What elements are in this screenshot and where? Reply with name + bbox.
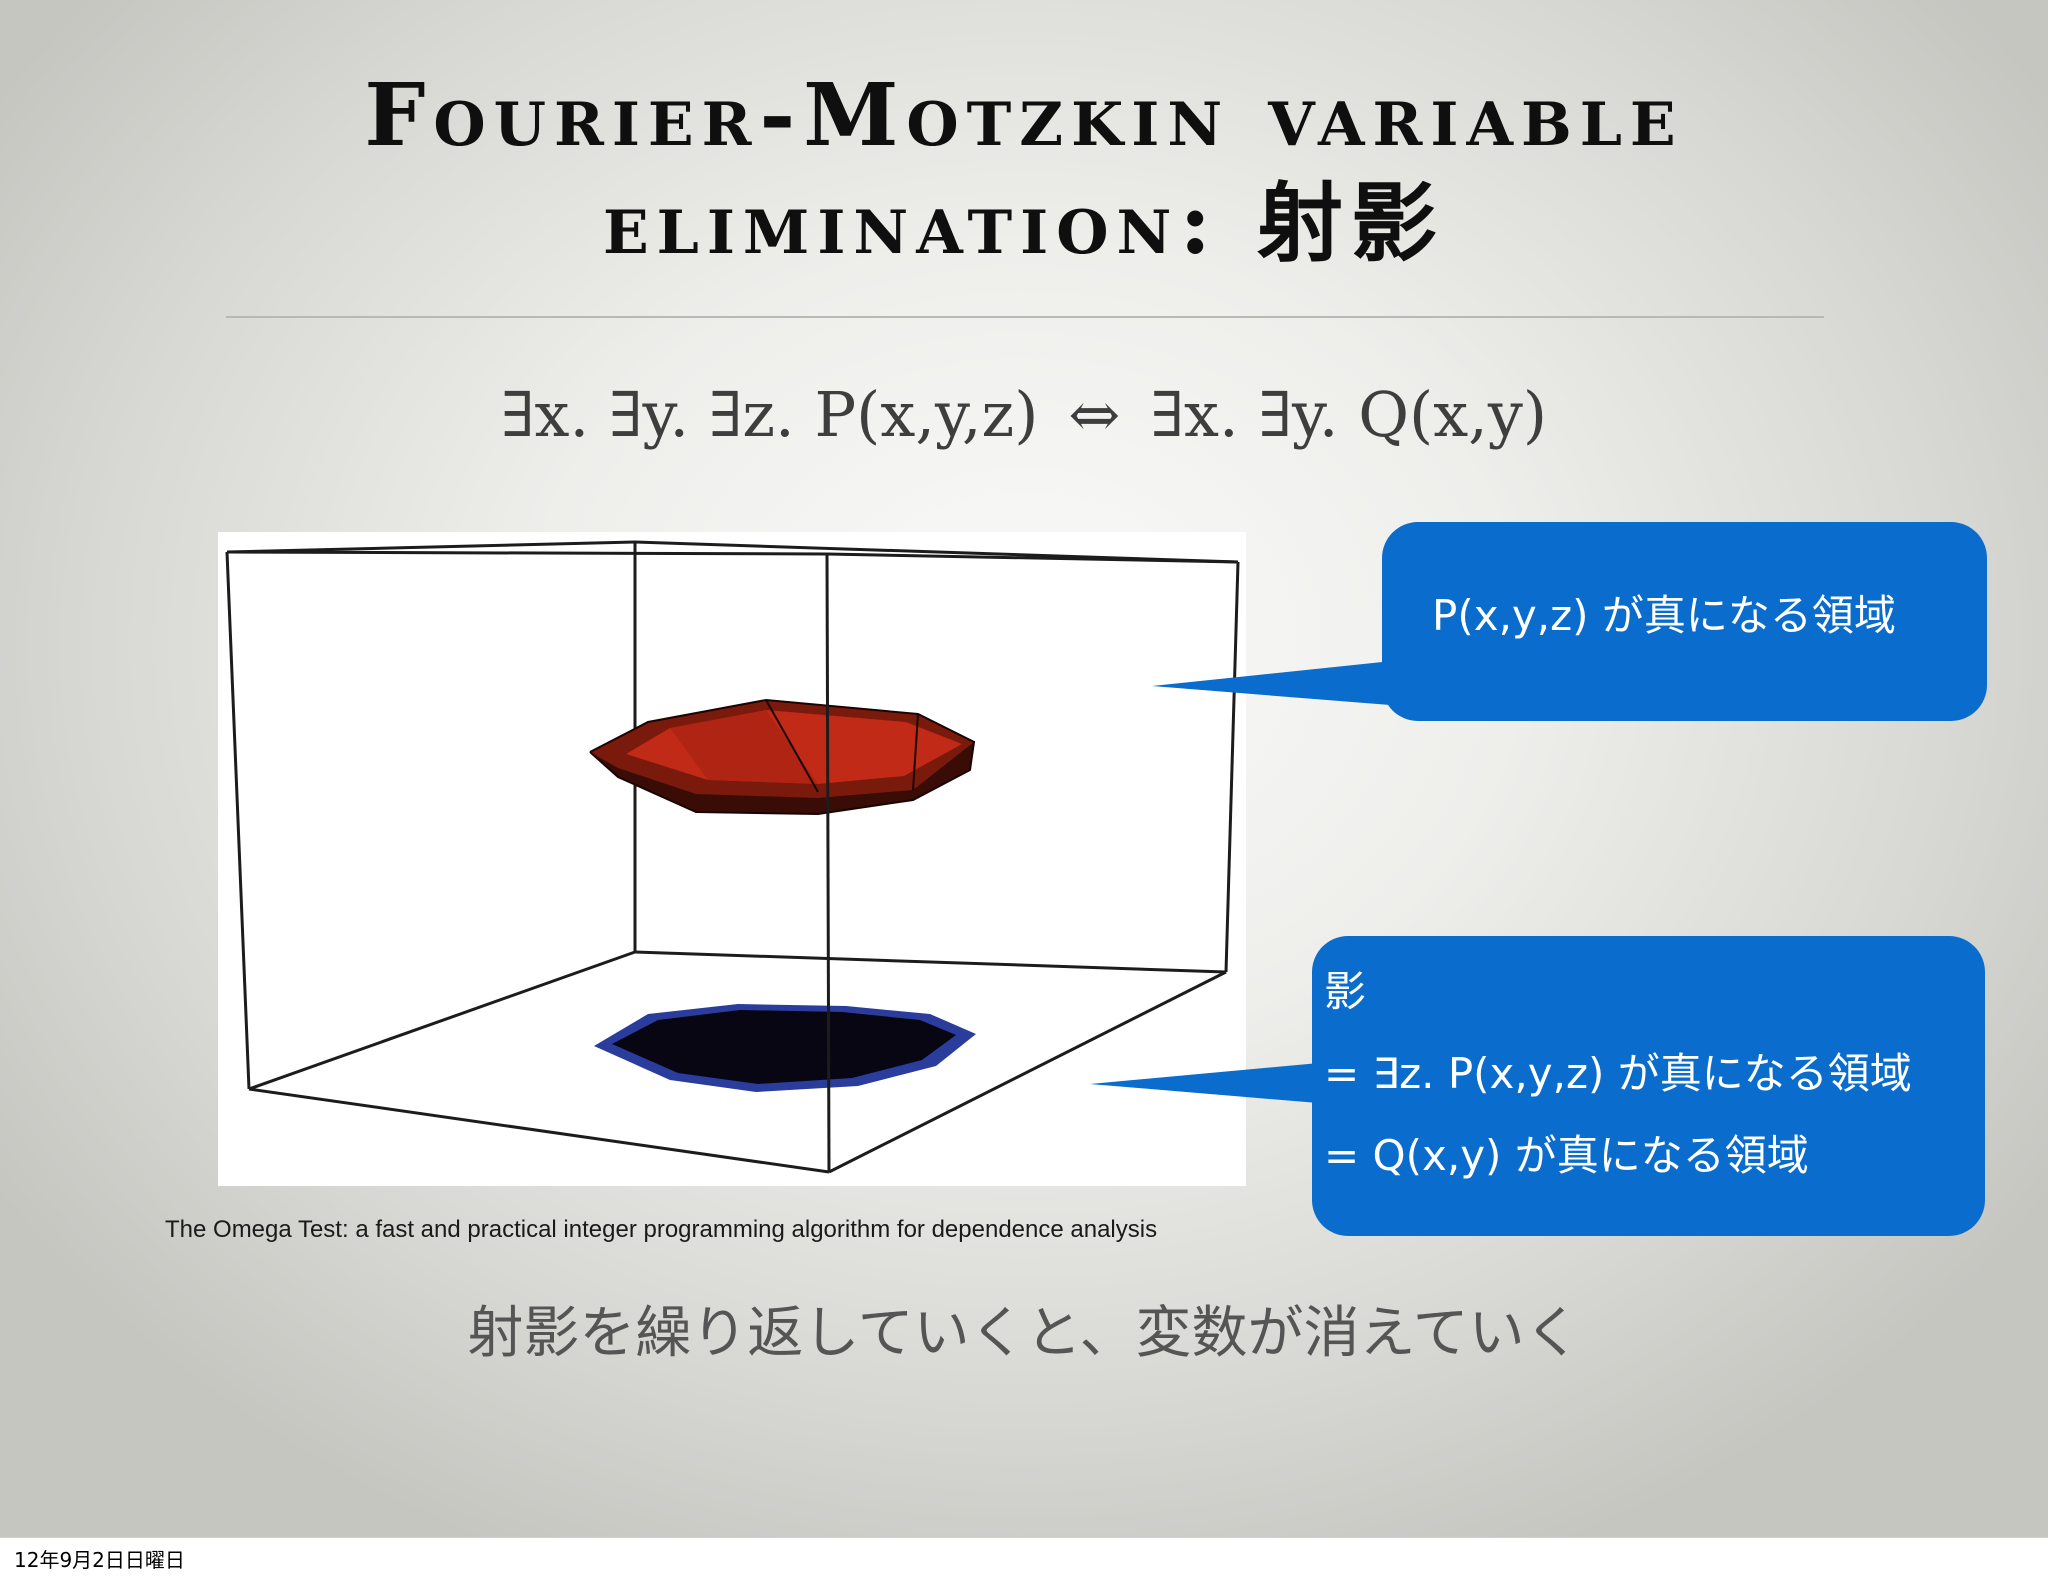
box-edge [248, 950, 636, 1091]
callout-shadow: 影 = ∃z. P(x,y,z) が真になる領域 = Q(x,y) が真になる領… [1312, 936, 1985, 1236]
figure-citation: The Omega Test: a fast and practical int… [165, 1216, 1158, 1243]
footer-bar: 12年9月2日日曜日 [0, 1537, 2048, 1577]
polytope-projection-illustration [225, 540, 1240, 1174]
callout-pointer-top [1152, 660, 1402, 706]
equivalence-formula: ∃x. ∃y. ∃z. P(x,y,z) ⇔ ∃x. ∃y. Q(x,y) [0, 378, 2048, 451]
callout-region-p: P(x,y,z) が真になる領域 [1382, 522, 1987, 721]
callout-shadow-line-3: = Q(x,y) が真になる領域 [1324, 1131, 1809, 1180]
callout-region-p-text: P(x,y,z) が真になる領域 [1432, 591, 1896, 640]
slide-summary: 射影を繰り返していくと、変数が消えていく [467, 1301, 1581, 1366]
box-edge [1224, 561, 1240, 973]
box-edge [828, 970, 1227, 1174]
footer-date: 12年9月2日日曜日 [14, 1548, 185, 1572]
shadow-polygon [594, 1004, 976, 1092]
slide-title: Fourier-Motzkin variable elimination: 射影 [0, 62, 2048, 278]
formula-arrow: ⇔ [1068, 378, 1121, 451]
callout-shadow-line-1: 影 [1324, 967, 1367, 1016]
callout-shadow-line-2: = ∃z. P(x,y,z) が真になる領域 [1324, 1049, 1912, 1098]
polytope-figure [218, 532, 1246, 1186]
box-edge [634, 950, 1227, 974]
box-edge [248, 1087, 830, 1174]
box-edge [226, 540, 636, 554]
box-edge [226, 550, 828, 556]
box-edge [826, 552, 1239, 564]
slide: Fourier-Motzkin variable elimination: 射影… [0, 0, 2048, 1537]
red-polytope [589, 698, 976, 816]
formula-left: ∃x. ∃y. ∃z. P(x,y,z) [500, 378, 1039, 451]
title-divider [226, 316, 1824, 318]
title-line-2: elimination: 射影 [602, 173, 1446, 274]
callout-pointer-bottom [1090, 1062, 1330, 1104]
box-edge [225, 551, 251, 1090]
callout-pointers [1090, 660, 1402, 1104]
box-edge [825, 553, 831, 1173]
formula-right: ∃x. ∃y. Q(x,y) [1150, 378, 1548, 451]
title-line-1: Fourier-Motzkin variable [364, 65, 1684, 166]
